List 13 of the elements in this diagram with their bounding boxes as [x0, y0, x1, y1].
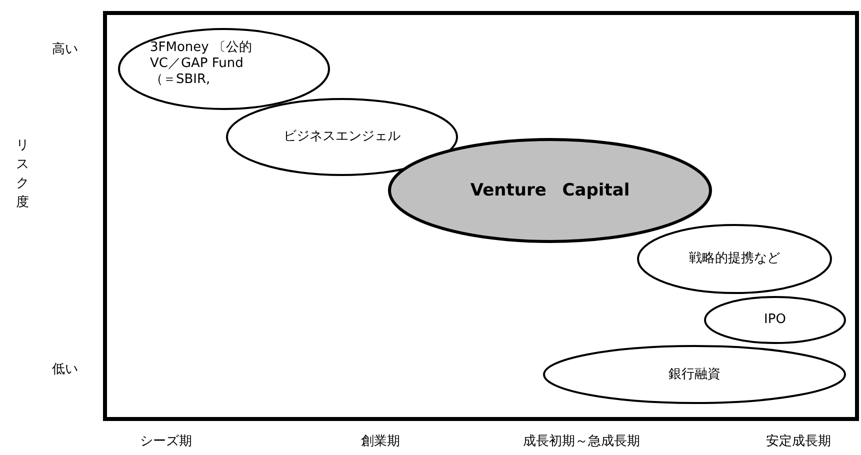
axis-label: 成長初期～急成長期: [523, 433, 640, 450]
axis-label: シーズ期: [140, 433, 192, 450]
node-label: IPO: [764, 312, 786, 328]
axis-title: リスク度: [16, 137, 30, 212]
node-label: Venture Capital: [470, 180, 630, 201]
axis-label: 高い: [52, 41, 78, 58]
axis-label: 低い: [52, 361, 78, 378]
node-label: ビジネスエンジェル: [284, 129, 400, 145]
axis-label: 安定成長期: [766, 433, 831, 450]
node-label: 戦略的提携など: [689, 251, 780, 267]
node-label: 銀行融資: [668, 366, 720, 382]
axis-label: 創業期: [361, 433, 400, 450]
node-label: 3FMoney 〔公的VC／GAP Fund（＝SBIR,: [150, 40, 253, 88]
